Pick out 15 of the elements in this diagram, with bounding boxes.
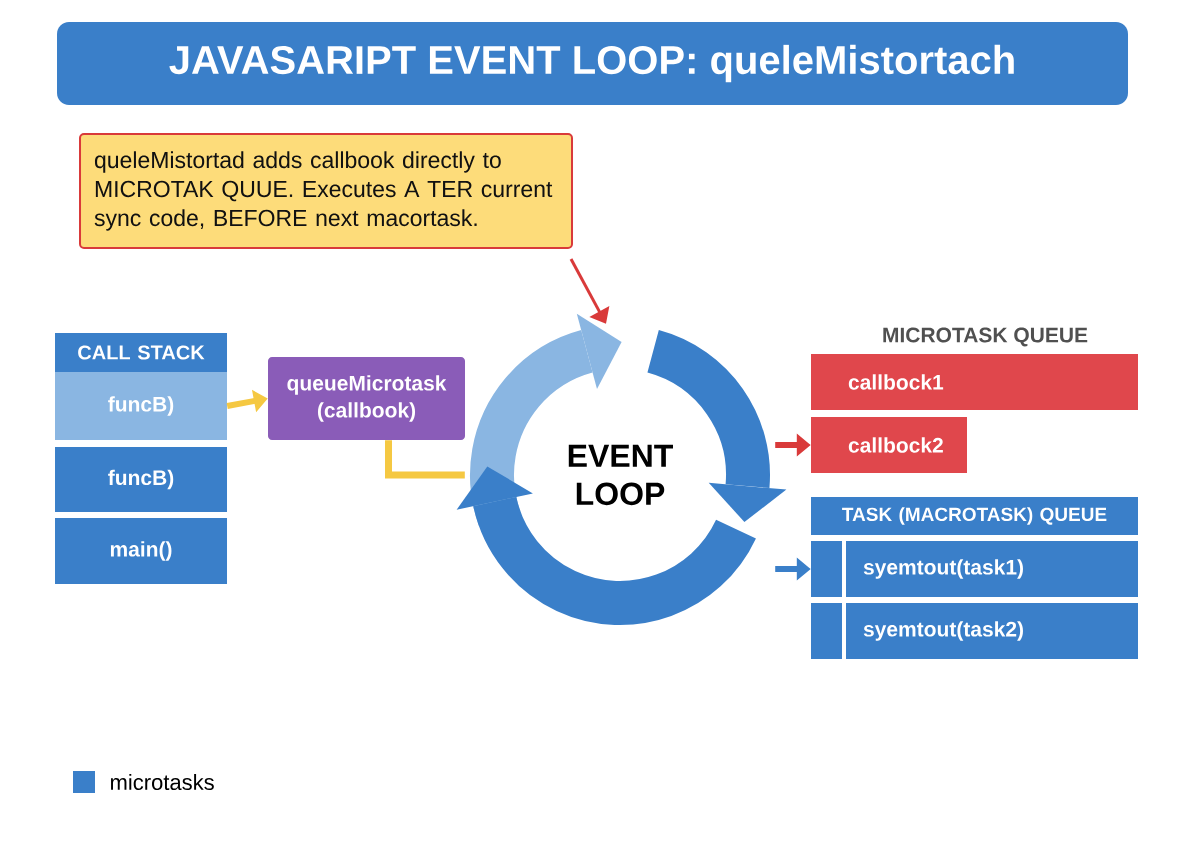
loop-label: EVENT LOOP — [568, 444, 673, 506]
process-box: queueMicrotask (callbook) — [268, 357, 465, 440]
legend-label: microtasks — [111, 773, 214, 791]
queue-item: callbock1 — [811, 354, 1138, 410]
queue-item: syemtout(task2) — [811, 603, 1138, 659]
title-bar: JAVASARIPT EVENT LOOP: queleMistortach — [57, 22, 1128, 105]
queue-header: TASK (MACROTASK) QUEUE — [811, 497, 1138, 535]
arrow — [569, 258, 610, 324]
stack-header: CALL STACK — [55, 333, 227, 372]
stack-frame: funcB) — [55, 372, 227, 440]
queue-item: syemtout(task1) — [811, 541, 1138, 597]
stack-frame: main() — [55, 518, 227, 584]
note-box: queleMistortad adds callbook directly to MICROTAK QUUE. Executes A TER current sync code, BEFORE next macortask. — [79, 133, 573, 249]
queue-item: callbock2 — [811, 417, 967, 473]
stack-frame: funcB) — [55, 447, 227, 512]
